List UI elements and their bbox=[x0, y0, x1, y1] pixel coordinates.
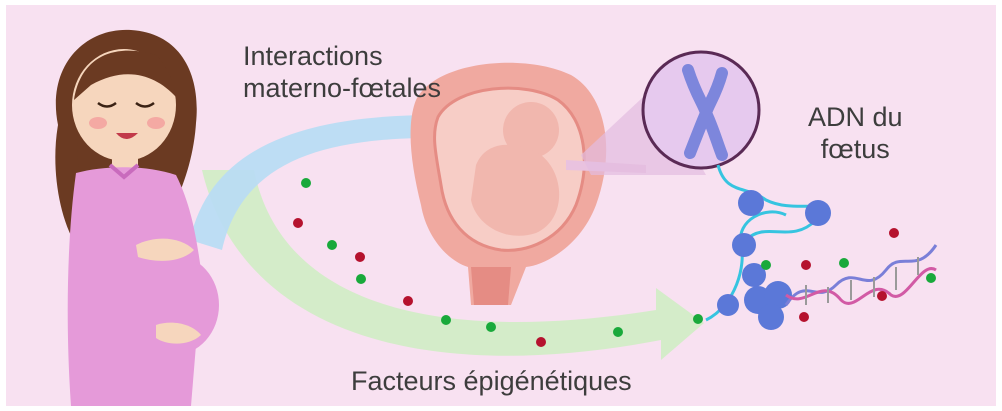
fetal-dna-label: ADN du fœtus bbox=[808, 101, 903, 165]
dna-strand-illustration bbox=[706, 190, 936, 330]
uterus-fetus-illustration bbox=[411, 63, 646, 305]
epigenetic-factors-label: Facteurs épigénétiques bbox=[351, 365, 632, 397]
pregnant-woman-illustration bbox=[55, 30, 219, 406]
chromosome-zoom bbox=[581, 52, 821, 240]
diagram-panel: Interactions materno-fœtales ADN du fœtu… bbox=[6, 5, 996, 406]
interactions-label: Interactions materno-fœtales bbox=[243, 40, 441, 104]
diagram-artwork bbox=[6, 5, 996, 406]
interactions-label-line2: materno-fœtales bbox=[243, 72, 441, 104]
interactions-label-line1: Interactions bbox=[243, 40, 441, 72]
fetal-dna-label-line2: fœtus bbox=[808, 133, 903, 165]
fetal-dna-label-line1: ADN du bbox=[808, 101, 903, 133]
